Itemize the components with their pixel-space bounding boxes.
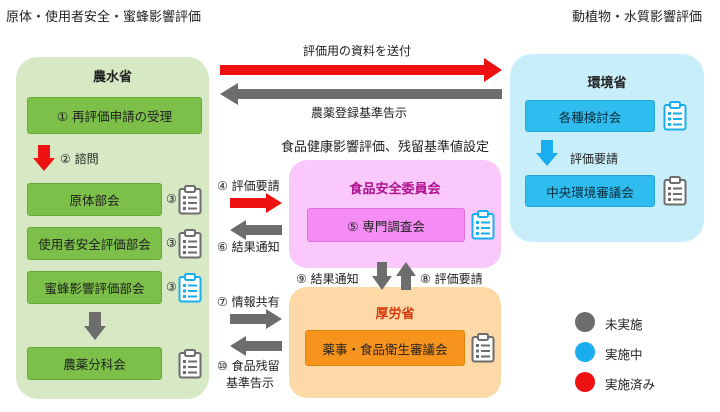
maff-step2-label: ② 諮問 <box>60 152 99 166</box>
marker3-b: ③ <box>166 236 177 250</box>
clipboard-icon-subcommittee2 <box>178 229 202 259</box>
legend-label-not-done: 未実施 <box>605 317 643 332</box>
fsc-title: 食品安全委員会 <box>349 182 441 197</box>
mhlw-title: 厚労省 <box>375 307 415 322</box>
subcommittee3-box: 蜜蜂影響評価部会 <box>27 271 162 304</box>
legend-dot-done <box>575 372 595 392</box>
legend-dot-in-progress <box>575 342 595 362</box>
gray-left-arrow-large <box>220 83 502 105</box>
step8-label: ⑧ 評価要請 <box>420 272 483 286</box>
gray-down-arrow-step9 <box>372 262 392 290</box>
env-request-label: 評価要請 <box>570 152 619 166</box>
step9-label: ⑨ 結果通知 <box>296 272 359 286</box>
step4-label: ④ 評価要請 <box>217 179 280 193</box>
clipboard-icon-fsc <box>471 210 495 240</box>
legend-label-in-progress: 実施中 <box>605 347 643 362</box>
gray-left-arrow-step6 <box>230 220 282 240</box>
legend-label-done: 実施済み <box>605 377 656 392</box>
step10-label-line2: 基準告示 <box>226 376 275 390</box>
step6-label: ⑥ 結果通知 <box>217 240 280 254</box>
clipboard-icon-env1 <box>663 101 687 131</box>
maff-step1-box: ① 再評価申請の受理 <box>27 97 202 134</box>
legend-dot-not-done <box>575 312 595 332</box>
gray-up-arrow-step8 <box>396 262 416 290</box>
council-box: 農薬分科会 <box>27 347 162 380</box>
clipboard-icon-subcommittee3 <box>178 273 202 303</box>
header-left: 原体・使用者安全・蜜蜂影響評価 <box>6 10 202 25</box>
step10-label-line1: ⑩ 食品残留 <box>217 359 280 373</box>
env-box1: 各種検討会 <box>525 100 655 132</box>
marker3-a: ③ <box>166 192 177 206</box>
red-right-arrow-large <box>220 58 502 82</box>
gray-down-arrow <box>84 312 106 340</box>
gray-left-arrow-step10 <box>230 336 282 356</box>
maff-title: 農水省 <box>92 70 132 85</box>
clipboard-icon-env2 <box>663 176 687 206</box>
red-down-arrow <box>33 145 55 171</box>
clipboard-icon-subcommittee1 <box>178 185 202 215</box>
registration-notice-label: 農薬登録基準告示 <box>311 106 408 120</box>
clipboard-icon-council <box>178 349 202 379</box>
header-right: 動植物・水質影響評価 <box>572 10 703 25</box>
mhlw-box: 薬事・食品衛生審議会 <box>305 330 465 366</box>
marker3-c: ③ <box>166 280 177 294</box>
red-right-arrow-step4 <box>230 193 282 213</box>
clipboard-icon-mhlw <box>471 333 495 363</box>
env-title: 環境省 <box>587 76 627 91</box>
subcommittee1-box: 原体部会 <box>27 183 162 216</box>
send-materials-label: 評価用の資料を送付 <box>303 44 412 58</box>
gray-right-arrow-step7 <box>230 309 282 329</box>
env-box2: 中央環境審議会 <box>525 175 655 207</box>
subcommittee2-box: 使用者安全評価部会 <box>27 227 162 260</box>
step7-label: ⑦ 情報共有 <box>217 295 280 309</box>
blue-down-arrow <box>536 140 558 166</box>
fsc-box: ⑤ 専門調査会 <box>307 208 465 242</box>
header-middle: 食品健康影響評価、残留基準値設定 <box>281 140 490 155</box>
